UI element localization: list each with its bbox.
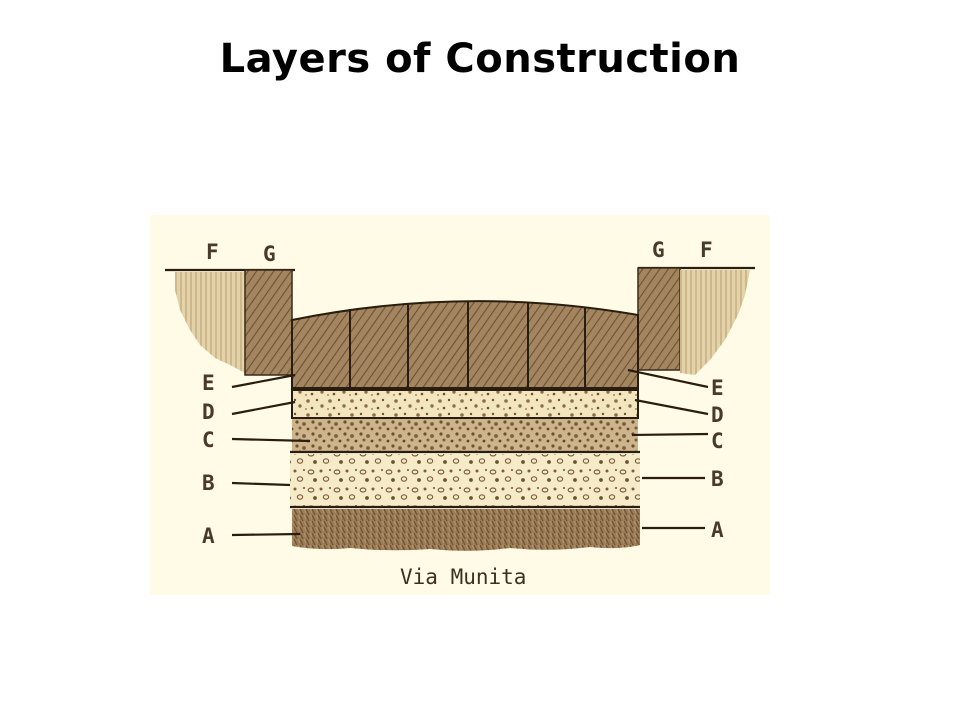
earth-bank-left bbox=[175, 272, 245, 373]
label-c-left: C bbox=[202, 428, 215, 452]
label-a-right: A bbox=[711, 518, 724, 542]
label-g-right: G bbox=[652, 238, 665, 262]
layer-d bbox=[291, 389, 639, 419]
left-leader-lines bbox=[231, 373, 311, 537]
label-c-right: C bbox=[711, 429, 724, 453]
label-b-left: B bbox=[202, 471, 215, 495]
road-cross-section-diagram: E D C B A E D C B A F G G F Via Munita bbox=[150, 215, 770, 595]
label-f-left: F bbox=[206, 240, 219, 264]
paving-layer-e bbox=[291, 300, 639, 389]
earth-bank-right bbox=[680, 270, 750, 375]
layer-a bbox=[292, 509, 640, 551]
label-b-right: B bbox=[711, 467, 724, 491]
diagram-caption: Via Munita bbox=[400, 565, 526, 589]
kerb-stone-right bbox=[637, 267, 681, 371]
label-e-right: E bbox=[711, 376, 724, 400]
label-e-left: E bbox=[202, 371, 215, 395]
paving-stone-joints bbox=[349, 302, 586, 388]
label-g-left: G bbox=[263, 242, 276, 266]
right-leader-lines bbox=[627, 368, 709, 530]
label-d-left: D bbox=[202, 400, 215, 424]
label-d-right: D bbox=[711, 403, 724, 427]
layer-c bbox=[292, 419, 638, 452]
layer-b bbox=[290, 454, 640, 507]
label-a-left: A bbox=[202, 524, 215, 548]
label-f-right: F bbox=[700, 238, 713, 262]
slide-title: Layers of Construction bbox=[219, 36, 741, 82]
kerb-stone-left bbox=[244, 269, 293, 376]
